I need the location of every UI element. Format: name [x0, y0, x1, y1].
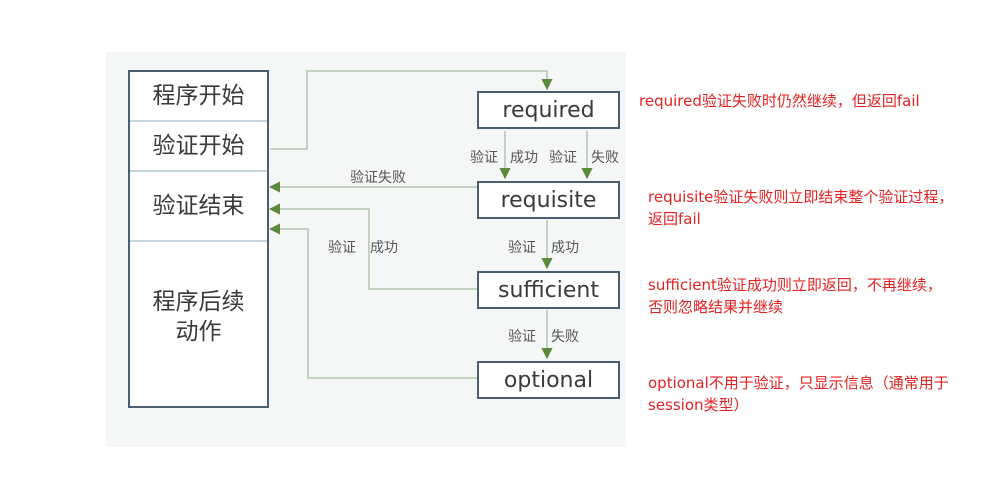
module-optional: optional — [477, 361, 620, 399]
connector-optional-return — [268, 223, 477, 379]
label-requisite-success: 成功 — [551, 240, 579, 256]
connector-sufficient-success — [268, 203, 477, 290]
note-sufficient: sufficient验证成功则立即返回，不再继续，否则忽略结果并继续 — [648, 276, 942, 316]
label-sufficient-failure: 失败 — [551, 329, 579, 345]
section-validation-end: 验证结束 — [130, 172, 267, 242]
module-requisite: requisite — [477, 181, 620, 219]
label-requisite-validate: 验证 — [508, 240, 536, 256]
section-validation-start: 验证开始 — [130, 122, 267, 172]
label-required-validate-2: 验证 — [549, 150, 577, 166]
note-requisite: requisite验证失败则立即结束整个验证过程，返回fail — [648, 188, 954, 228]
label-required-failure: 失败 — [591, 150, 619, 166]
label-sufficient-success: 成功 — [370, 240, 398, 256]
label-required-validate: 验证 — [470, 150, 498, 166]
connector-start-to-required — [270, 70, 553, 150]
label-sufficient-fail-validate: 验证 — [508, 329, 536, 345]
label-requisite-validation-failure: 验证失败 — [350, 170, 406, 186]
section-program-start: 程序开始 — [130, 72, 267, 122]
label-required-success: 成功 — [510, 150, 538, 166]
program-flow-box: 程序开始 验证开始 验证结束 程序后续 动作 — [128, 70, 269, 408]
module-required: required — [477, 91, 620, 129]
module-sufficient: sufficient — [477, 271, 620, 309]
label-sufficient-validate: 验证 — [328, 240, 356, 256]
section-program-followup: 程序后续 动作 — [152, 289, 245, 345]
note-required: required验证失败时仍然继续，但返回fail — [639, 92, 920, 110]
note-optional: optional不用于验证，只显示信息（通常用于session类型） — [648, 374, 949, 414]
